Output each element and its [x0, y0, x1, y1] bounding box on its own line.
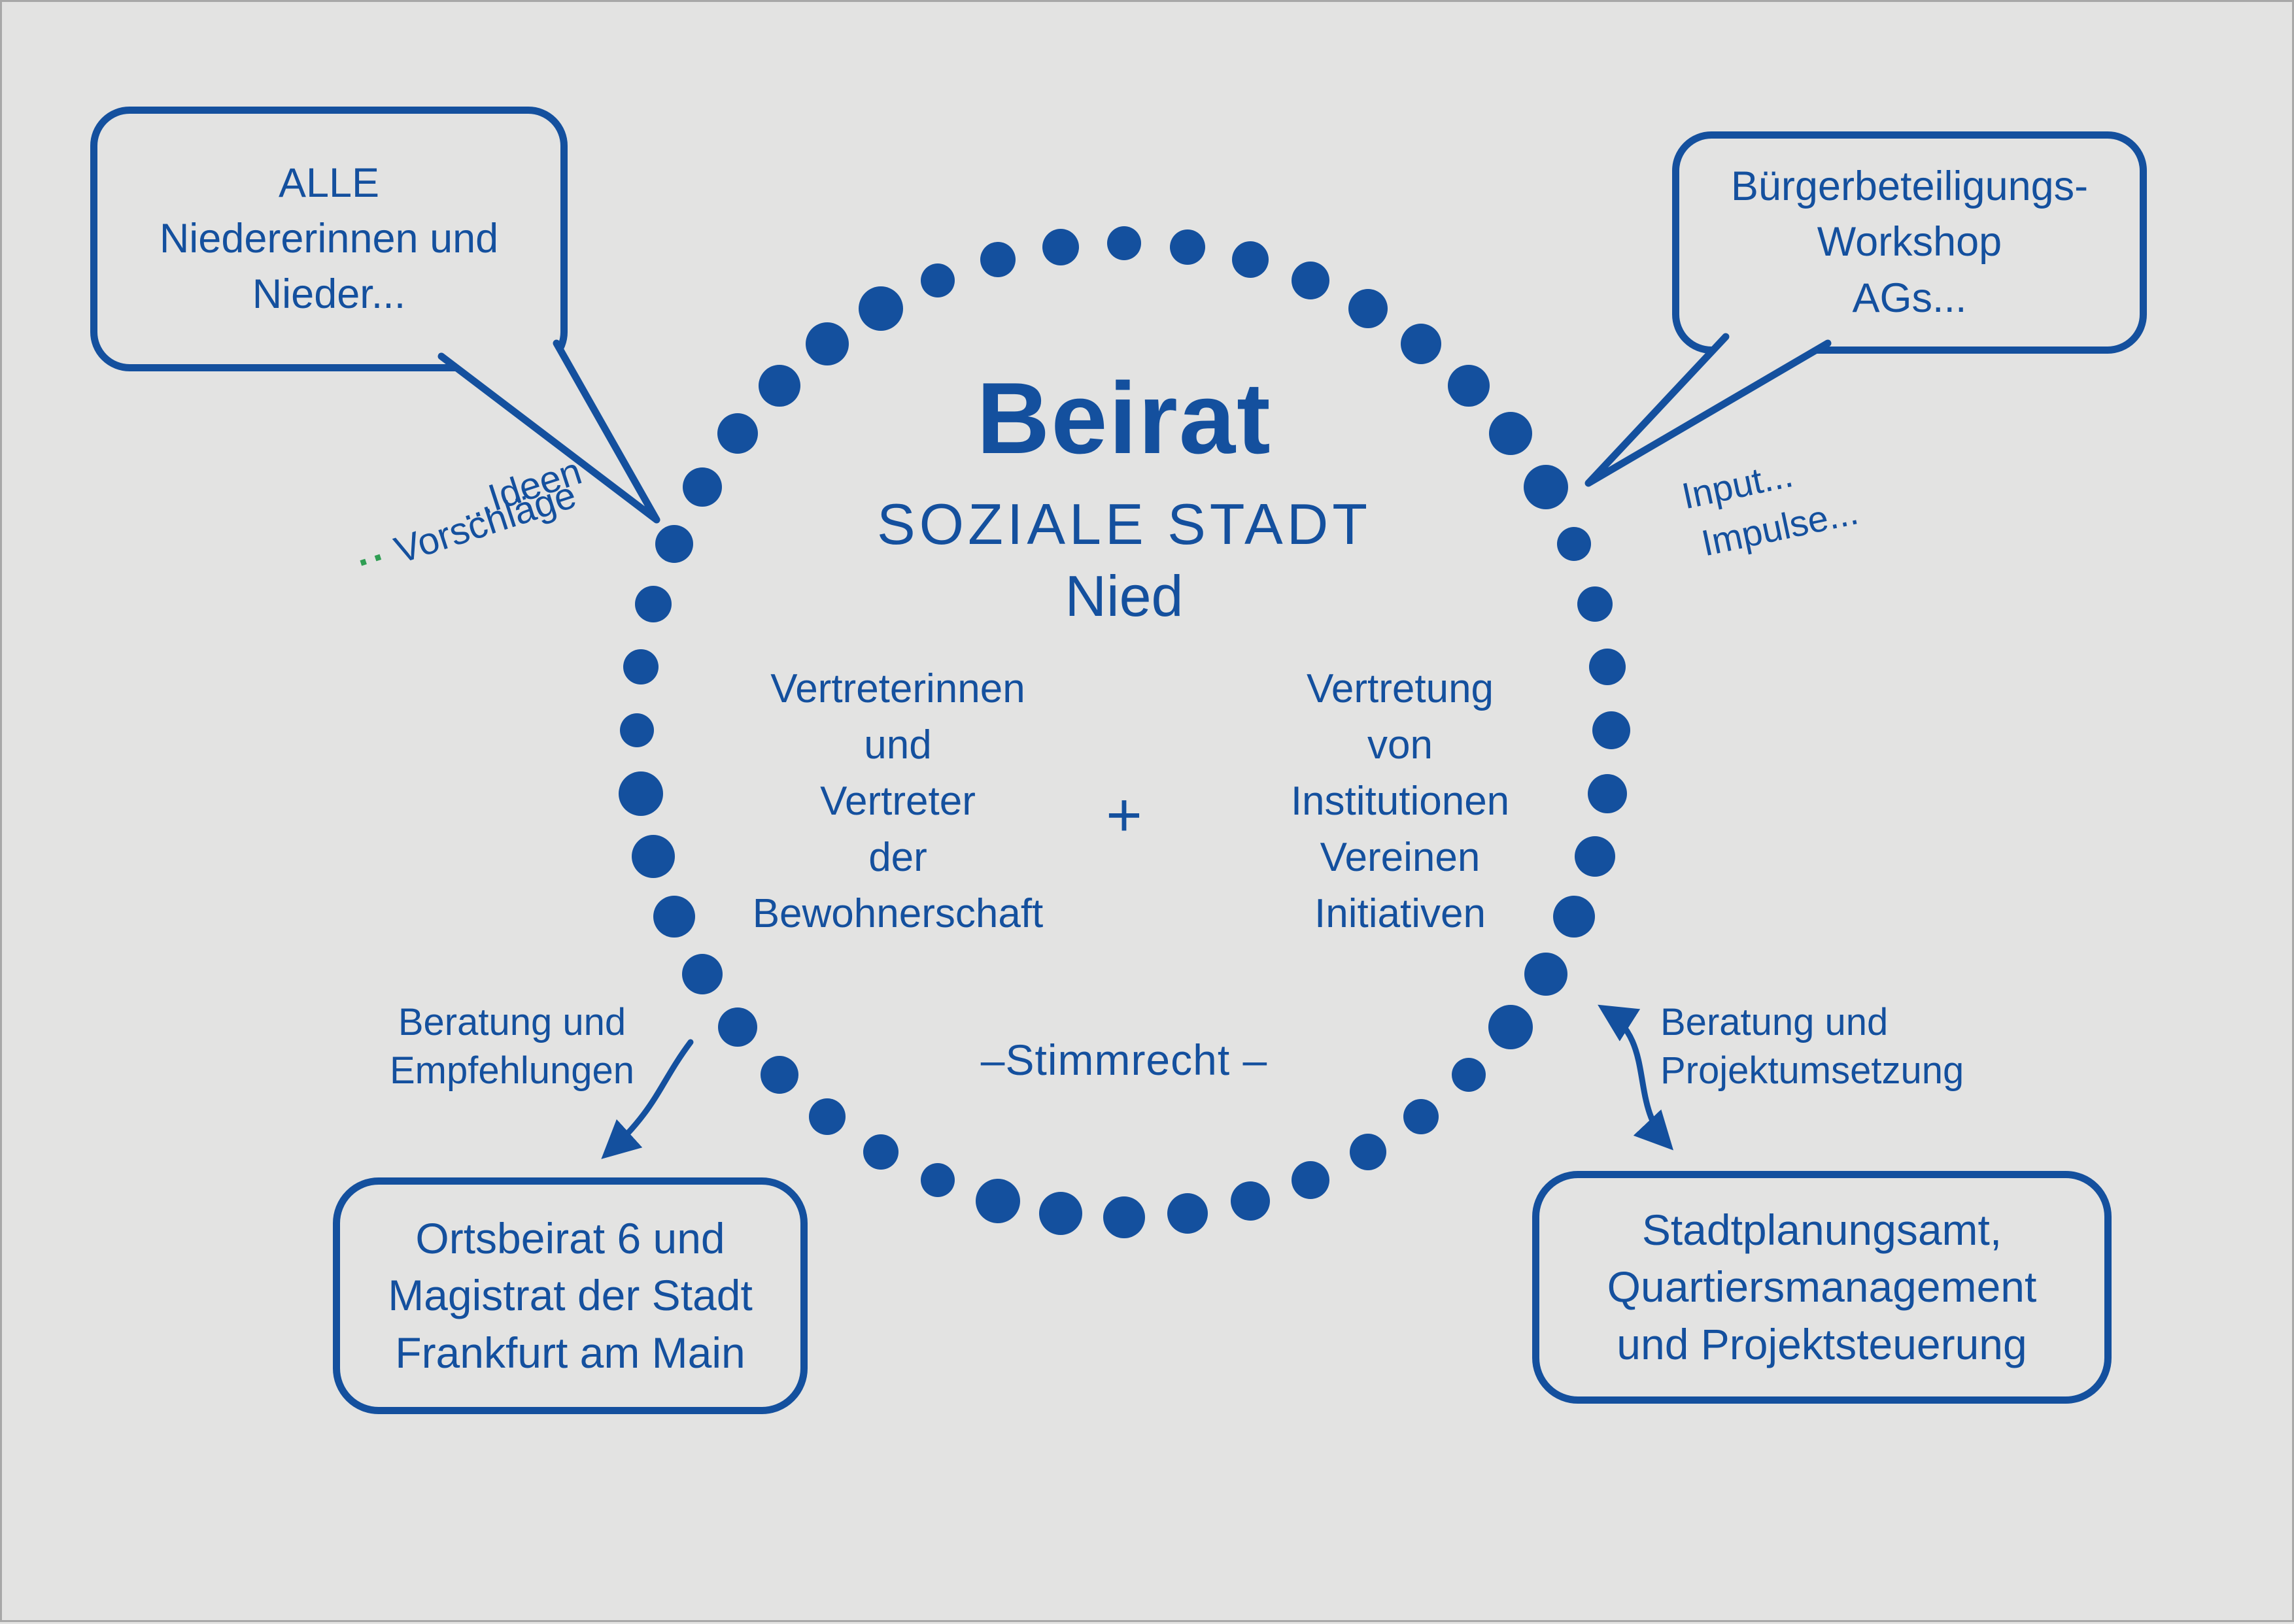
member-line: von — [1367, 722, 1433, 768]
bubble-line: Nieder... — [252, 271, 406, 318]
circle-dot — [681, 953, 723, 994]
circle-subtitle: SOZIALE STADT — [876, 492, 1372, 556]
circle-dot — [653, 896, 695, 938]
voting-note: –Stimmrecht – — [980, 1036, 1268, 1084]
circle-dot — [1038, 1191, 1082, 1235]
circle-dot — [1292, 1161, 1330, 1200]
box-line: Quartiersmanagement — [1607, 1262, 2037, 1311]
plus-sign: + — [1106, 781, 1142, 850]
circle-dot — [1524, 464, 1569, 509]
circle-dot — [1574, 836, 1615, 877]
label-line: Beratung und — [398, 1001, 626, 1043]
circle-region-name: Nied — [1065, 564, 1184, 628]
circle-dot — [858, 286, 903, 331]
label-beratung-projektumsetzung: Beratung und Projektumsetzung — [1660, 998, 2027, 1095]
circle-dot — [809, 1098, 846, 1136]
circle-dot — [1403, 1099, 1439, 1135]
circle-dot — [1577, 586, 1613, 622]
members-right-column: Vertretung von Institutionen Vereinen In… — [1197, 661, 1603, 942]
circle-dot — [717, 1007, 757, 1047]
circle-dot — [1042, 229, 1079, 266]
circle-dot — [920, 1163, 955, 1198]
circle-dot — [1292, 261, 1330, 299]
bubble-line: Workshop — [1817, 219, 2002, 265]
circle-dot — [632, 834, 676, 878]
circle-title: Beirat — [976, 362, 1272, 475]
circle-dot — [1588, 648, 1626, 685]
speech-bubble-workshops: Bürgerbeteiligungs- Workshop AGs... — [1672, 131, 2147, 354]
member-line: Vertretung — [1306, 666, 1494, 711]
circle-dot — [761, 1055, 799, 1094]
circle-dot — [1489, 412, 1533, 456]
circle-dot — [1348, 288, 1388, 328]
circle-dot — [1170, 229, 1206, 265]
circle-dot — [1524, 952, 1568, 996]
circle-dot — [655, 524, 693, 563]
bubble-line: Niedererinnen und — [159, 215, 499, 262]
circle-dot — [920, 263, 955, 297]
box-line: und Projektsteuerung — [1617, 1319, 2027, 1368]
circle-dot — [1553, 896, 1596, 938]
circle-dot — [806, 322, 849, 365]
circle-dot — [1451, 1057, 1486, 1092]
box-line: Magistrat der Stadt — [388, 1271, 753, 1320]
label-line: Empfehlungen — [389, 1049, 635, 1092]
circle-dot — [759, 365, 801, 407]
member-line: der — [868, 835, 927, 880]
box-ortsbeirat: Ortsbeirat 6 und Magistrat der Stadt Fra… — [333, 1177, 808, 1414]
circle-dot — [1103, 1196, 1145, 1238]
label-beratung-empfehlungen: Beratung und Empfehlungen — [368, 998, 656, 1095]
circle-dot — [620, 713, 654, 747]
circle-dot — [1587, 774, 1627, 814]
label-line: Beratung und — [1660, 1001, 1889, 1043]
box-line: Ortsbeirat 6 und — [415, 1214, 725, 1263]
circle-dot — [863, 1134, 899, 1170]
circle-dot — [1557, 526, 1592, 561]
circle-dot — [1230, 1181, 1270, 1221]
circle-dot — [1231, 241, 1269, 279]
circle-dot — [1400, 323, 1441, 364]
circle-dot — [1592, 711, 1630, 749]
circle-dot — [1488, 1004, 1533, 1049]
box-line: Stadtplanungsamt, — [1641, 1206, 2002, 1255]
circle-dot — [1349, 1134, 1386, 1171]
circle-dot — [1447, 365, 1490, 407]
circle-dot — [717, 413, 758, 454]
circle-dot — [623, 649, 659, 685]
bubble-line: ALLE — [278, 160, 380, 206]
label-line: Projektumsetzung — [1660, 1049, 1964, 1092]
member-line: Bewohnerschaft — [752, 891, 1044, 936]
bubble-line: AGs... — [1852, 275, 1967, 321]
member-line: Vertreter — [820, 779, 976, 824]
member-line: Initiativen — [1314, 891, 1486, 936]
member-line: Vertreterinnen — [770, 666, 1025, 711]
circle-dot — [976, 1178, 1021, 1223]
members-left-column: Vertreterinnen und Vertreter der Bewohne… — [695, 661, 1101, 942]
member-line: Vereinen — [1320, 835, 1481, 880]
speech-bubble-residents: ALLE Niedererinnen und Nieder... — [90, 107, 568, 371]
member-line: Institutionen — [1290, 779, 1510, 824]
circle-dot — [635, 586, 672, 623]
circle-dot — [619, 771, 664, 817]
box-stadtplanungsamt: Stadtplanungsamt, Quartiersmanagement un… — [1532, 1171, 2112, 1404]
bubble-line: Bürgerbeteiligungs- — [1730, 163, 2089, 210]
circle-dot — [1167, 1193, 1208, 1234]
circle-dot — [1107, 226, 1141, 260]
member-line: und — [864, 722, 932, 768]
circle-dot — [980, 242, 1016, 278]
box-line: Frankfurt am Main — [395, 1328, 745, 1377]
circle-dot — [682, 467, 722, 507]
